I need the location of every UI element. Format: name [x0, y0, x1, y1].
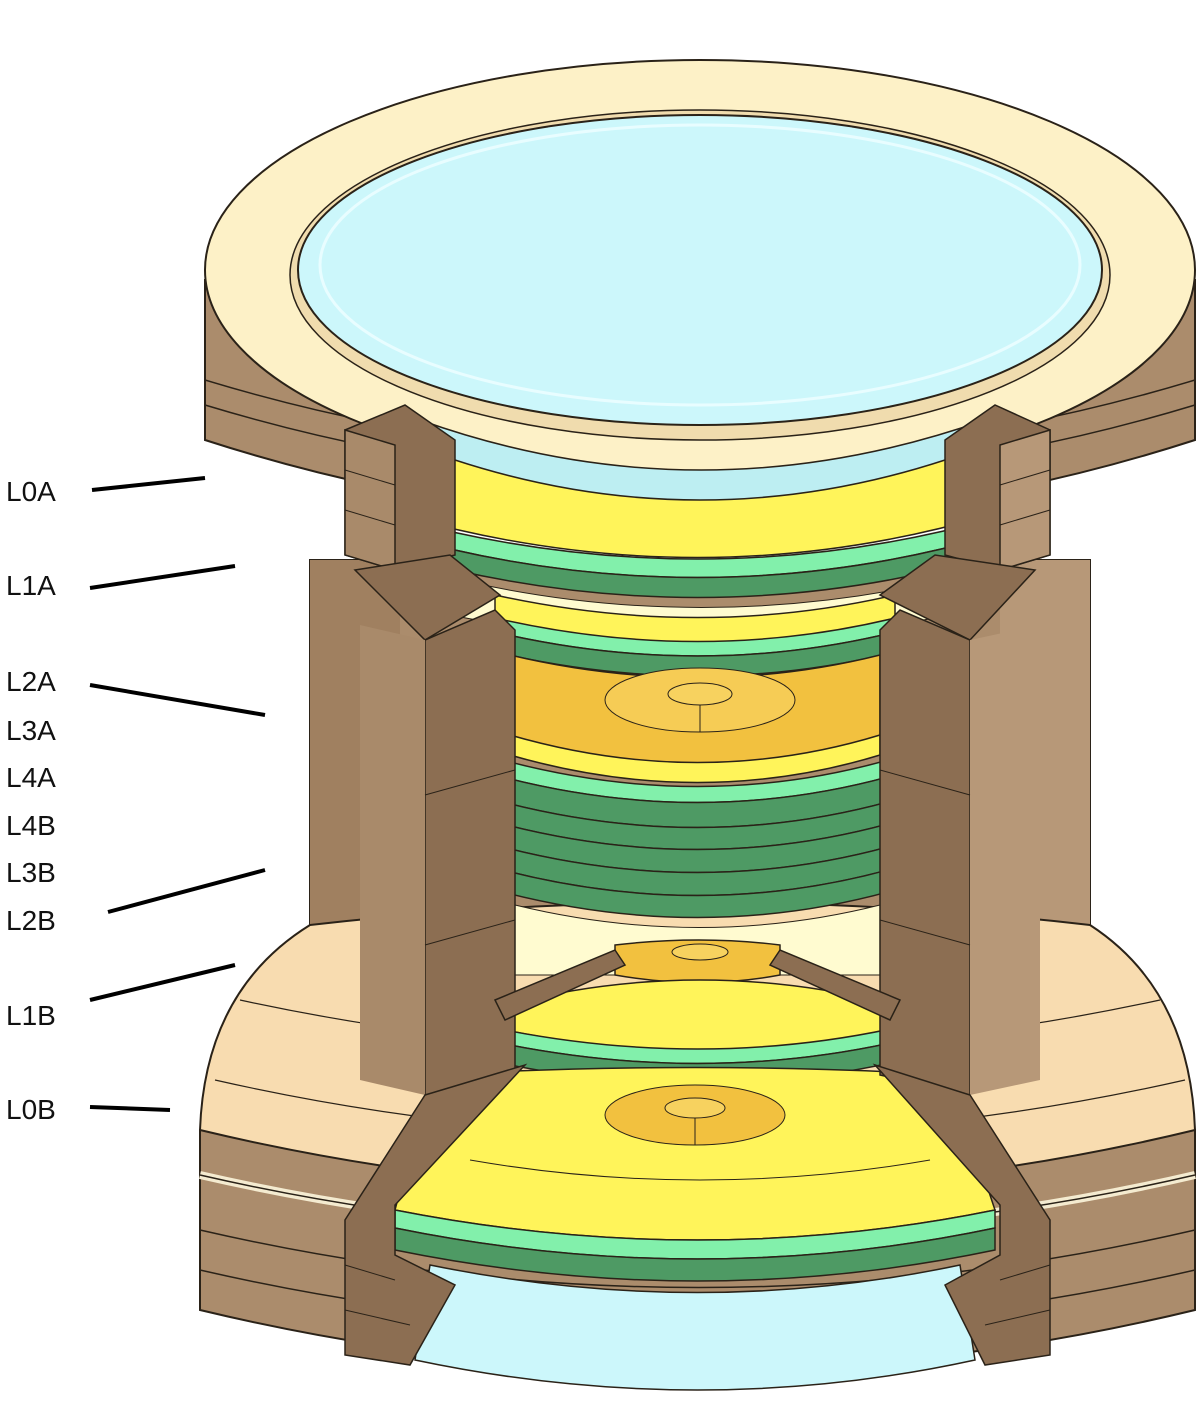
l2b-core: [671, 943, 729, 961]
left-column-front: [360, 625, 425, 1095]
leader-line-l1b: [89, 963, 236, 1002]
cutaway-cavity: [394, 418, 996, 1391]
label-l2a: L2A: [6, 666, 56, 697]
top-lens: [297, 114, 1103, 426]
right-column-side: [879, 609, 971, 1096]
label-l1b: L1B: [6, 1000, 56, 1031]
left-column-side: [424, 609, 516, 1096]
right-top-wall-line-1: [999, 469, 1051, 486]
label-l0a: L0A: [6, 476, 56, 507]
left-lower-wall-line-2: [344, 1309, 411, 1326]
left-top-wall-line-2: [344, 509, 396, 526]
left-column-line-2: [424, 919, 516, 946]
right-lower-wall-line-2: [984, 1309, 1051, 1326]
left-lower-strut: [493, 949, 627, 1021]
left-lower-wall-line-1: [344, 1264, 396, 1281]
label-l4b: L4B: [6, 810, 56, 841]
label-l3b: L3B: [6, 857, 56, 888]
left-top-wall-front: [344, 428, 396, 572]
right-lower-wall-line-1: [999, 1264, 1051, 1281]
leader-line-l2a: [89, 683, 266, 717]
label-l3a: L3A: [6, 715, 56, 746]
bottom-lens: [414, 1264, 976, 1391]
l2a-core: [667, 682, 733, 706]
label-l4a: L4A: [6, 762, 56, 793]
right-column-line-2: [879, 919, 971, 946]
plate-l0b-edge: [394, 1227, 996, 1282]
leader-line-l2b: [107, 868, 266, 914]
section-walls: [344, 404, 1051, 1366]
right-column-front: [970, 625, 1040, 1095]
left-upper-strut: [353, 554, 502, 641]
right-top-wall-line-2: [999, 509, 1051, 526]
right-lower-strut: [768, 949, 902, 1021]
right-top-wall-front: [999, 428, 1051, 572]
top-lens-highlight: [318, 123, 1082, 407]
leader-line-l0a: [91, 476, 206, 492]
l0b-core: [664, 1097, 726, 1119]
leader-line-l1a: [89, 564, 236, 590]
leader-lines: [89, 476, 266, 1112]
label-l1a: L1A: [6, 570, 56, 601]
left-column-line-1: [424, 769, 516, 796]
right-upper-strut: [878, 554, 1037, 641]
right-lower-wall: [872, 1063, 1051, 1366]
top-ring: [204, 59, 1196, 481]
label-l0b: L0B: [6, 1094, 56, 1125]
leader-line-l0b: [89, 1105, 171, 1112]
right-column-line-1: [879, 769, 971, 796]
l0b-inner-ring: [469, 1159, 931, 1181]
left-top-wall-line-1: [344, 469, 396, 486]
label-l2b: L2B: [6, 905, 56, 936]
